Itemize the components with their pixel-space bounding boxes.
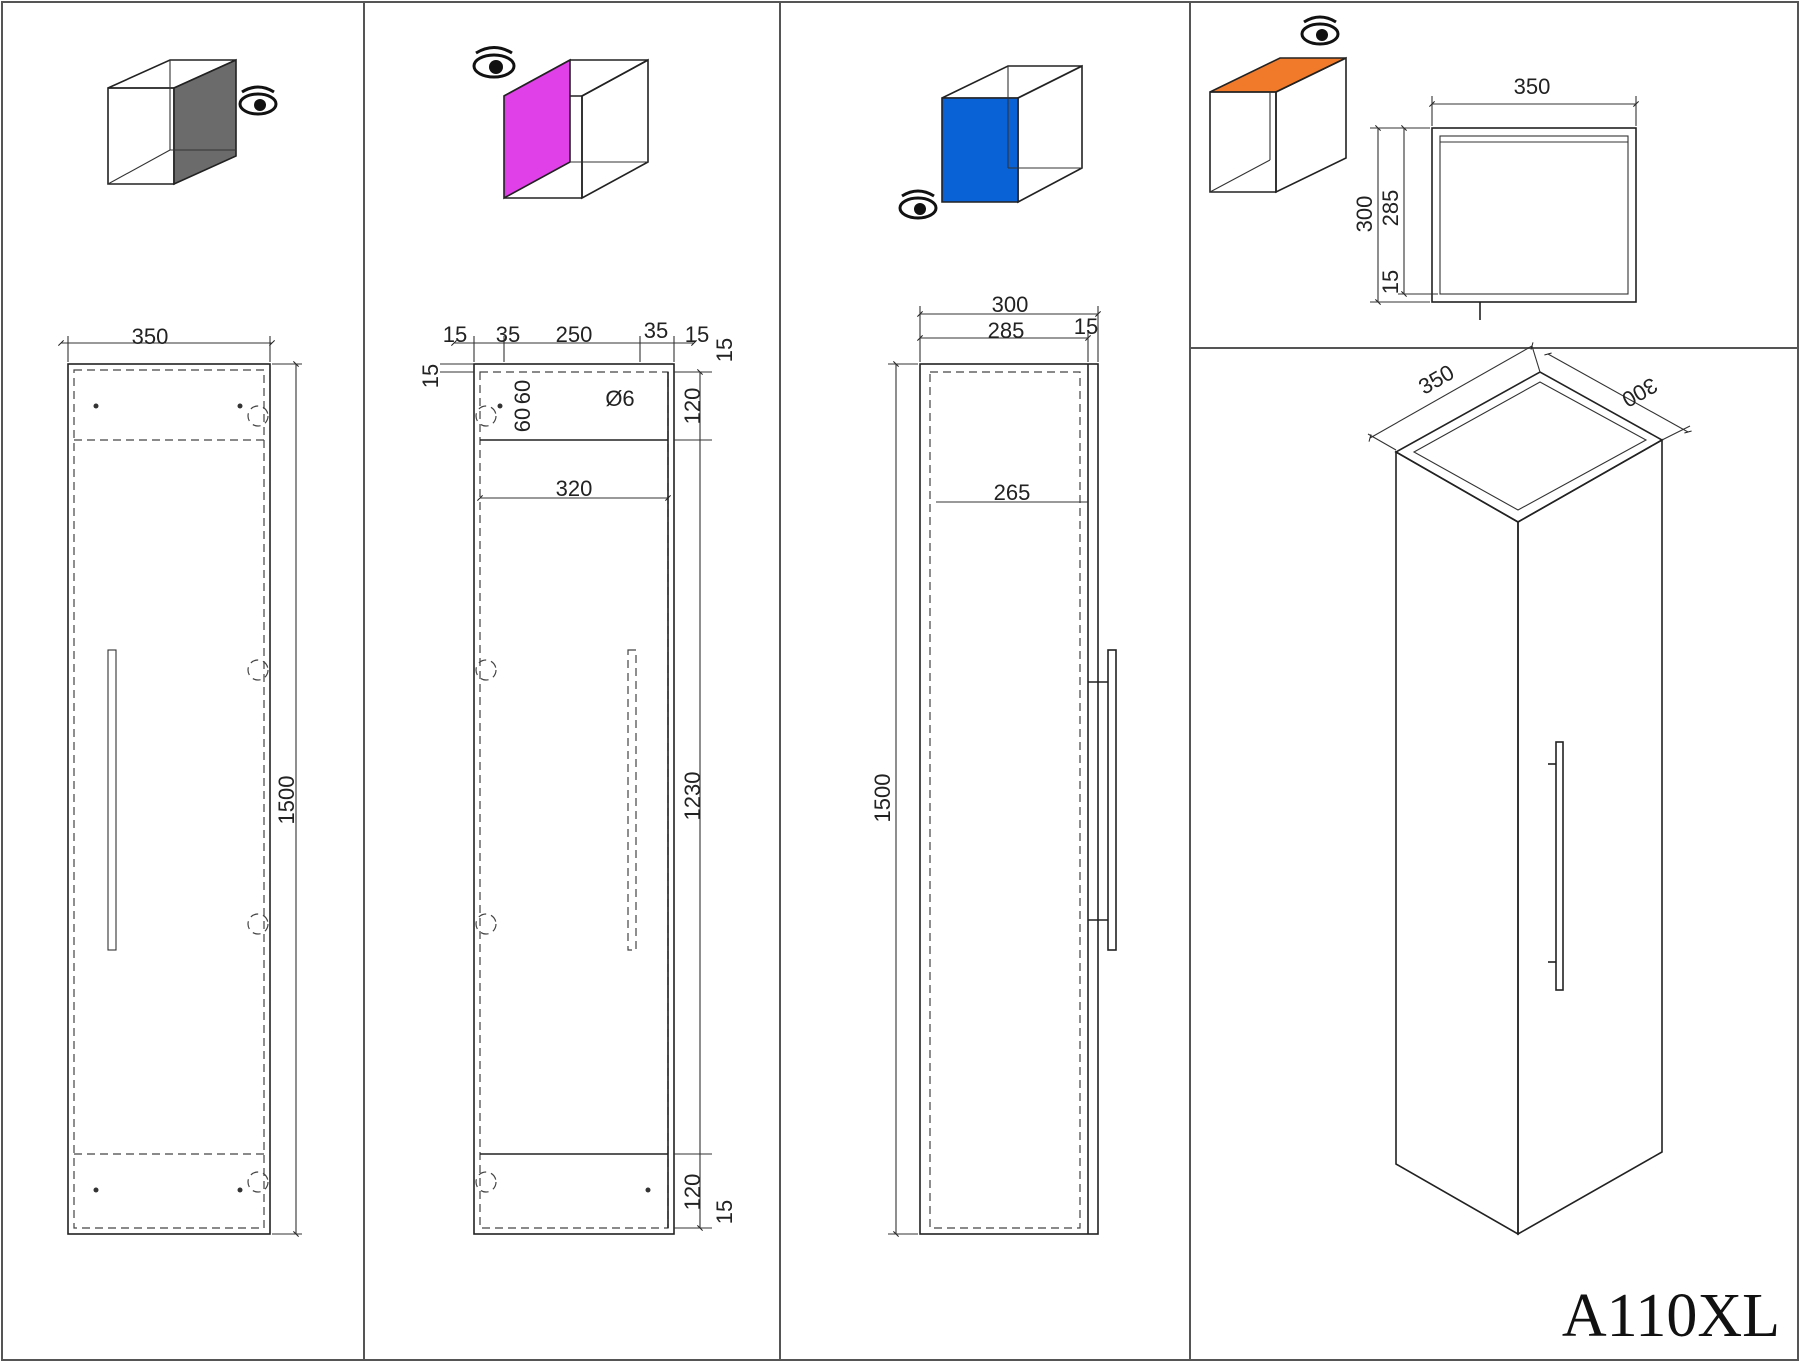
- back-dim-4: 15: [685, 322, 709, 347]
- orientation-cube-side: [503, 58, 649, 200]
- back-hole-diameter-label: Ø6: [605, 386, 634, 411]
- back-inner-width-label: 320: [556, 476, 593, 501]
- top-depth-label: 300: [1352, 196, 1377, 233]
- side-door-label: 15: [1074, 314, 1098, 339]
- iso-depth-label: 300: [1618, 372, 1662, 412]
- iso-width-label: 350: [1414, 359, 1458, 399]
- top-inner-depth-label: 285: [1378, 190, 1403, 227]
- orientation-cube-top: [1209, 56, 1347, 194]
- model-code: A110XL: [1562, 1282, 1780, 1350]
- top-width-label: 350: [1514, 74, 1551, 99]
- side-depth-label: 300: [992, 292, 1029, 317]
- back-top-gap-label: 120: [680, 388, 705, 425]
- eye-icon: [898, 189, 938, 220]
- back-hole-b-label: 60: [510, 380, 535, 404]
- back-view-drawing: [440, 336, 712, 1235]
- back-hole-a-label: 60: [510, 408, 535, 432]
- side-height-label: 1500: [870, 774, 895, 823]
- side-inner-depth-label: 285: [988, 318, 1025, 343]
- back-dim-3: 35: [644, 318, 668, 343]
- front-view-drawing: [58, 336, 302, 1237]
- back-inner-height-label: 1230: [680, 772, 705, 821]
- top-bottom-label: 15: [1378, 270, 1403, 294]
- front-height-label: 1500: [274, 776, 299, 825]
- back-dim-2: 250: [556, 322, 593, 347]
- back-top-dimensions: 15 35 250 35 15: [443, 318, 709, 347]
- back-dim-1: 35: [496, 322, 520, 347]
- side-inner-width-label: 265: [994, 480, 1031, 505]
- front-width-label: 350: [132, 324, 169, 349]
- eye-icon: [1300, 15, 1340, 46]
- orientation-cube-back: [107, 58, 237, 186]
- eye-icon: [238, 85, 278, 116]
- back-bottom-gap-label: 120: [680, 1174, 705, 1211]
- orientation-cube-front: [941, 64, 1083, 204]
- back-edge-left-label: 15: [418, 364, 443, 388]
- side-view-drawing: [888, 306, 1117, 1237]
- back-dim-0: 15: [443, 322, 467, 347]
- top-view-drawing: [1370, 96, 1639, 320]
- isometric-cabinet-drawing: [1367, 342, 1692, 1236]
- eye-icon: [472, 46, 516, 79]
- back-bottom-edge-label: 15: [712, 1200, 737, 1224]
- back-edge-right-label: 15: [712, 338, 737, 362]
